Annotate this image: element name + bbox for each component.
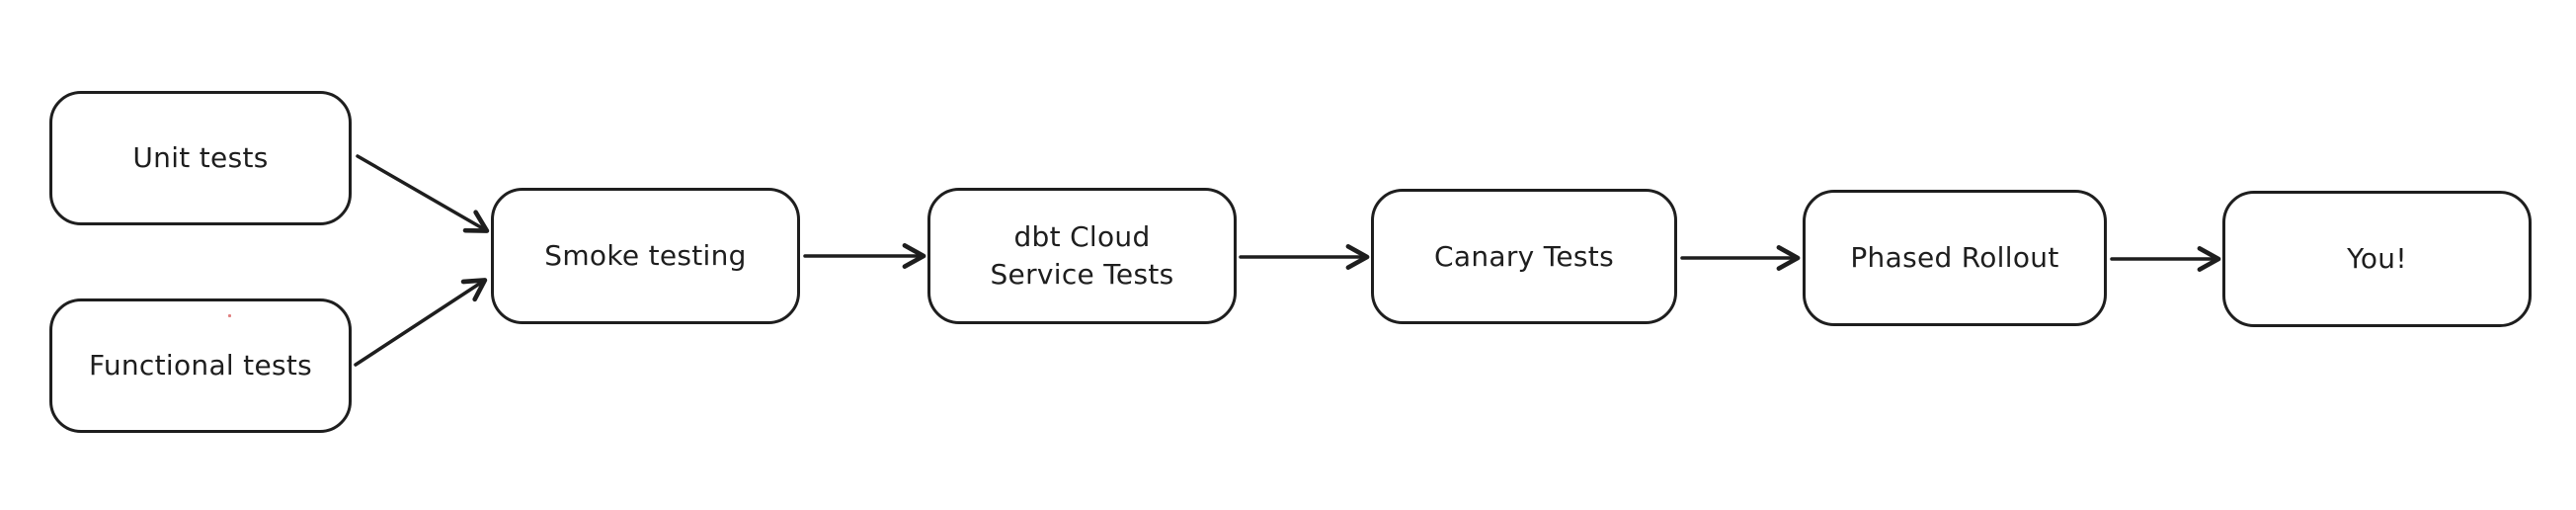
node-label-dbt-cloud-service-tests: dbt Cloud Service Tests xyxy=(990,220,1174,291)
node-label-unit-tests: Unit tests xyxy=(132,141,269,174)
artifact-dot xyxy=(228,314,231,317)
edge-unit-tests-to-smoke-testing xyxy=(356,154,490,233)
node-label-smoke-testing: Smoke testing xyxy=(544,239,747,272)
node-label-canary-tests: Canary Tests xyxy=(1434,239,1614,273)
node-functional-tests: Functional tests xyxy=(49,298,352,433)
node-label-phased-rollout: Phased Rollout xyxy=(1850,241,2059,274)
node-phased-rollout: Phased Rollout xyxy=(1803,190,2107,326)
edge-functional-tests-to-smoke-testing xyxy=(354,278,488,367)
node-label-functional-tests: Functional tests xyxy=(88,349,313,382)
node-unit-tests: Unit tests xyxy=(49,91,352,225)
node-you: You! xyxy=(2222,191,2532,327)
node-smoke-testing: Smoke testing xyxy=(491,188,800,324)
node-label-you: You! xyxy=(2347,242,2407,275)
node-dbt-cloud-service-tests: dbt Cloud Service Tests xyxy=(927,188,1237,324)
node-canary-tests: Canary Tests xyxy=(1371,189,1677,324)
